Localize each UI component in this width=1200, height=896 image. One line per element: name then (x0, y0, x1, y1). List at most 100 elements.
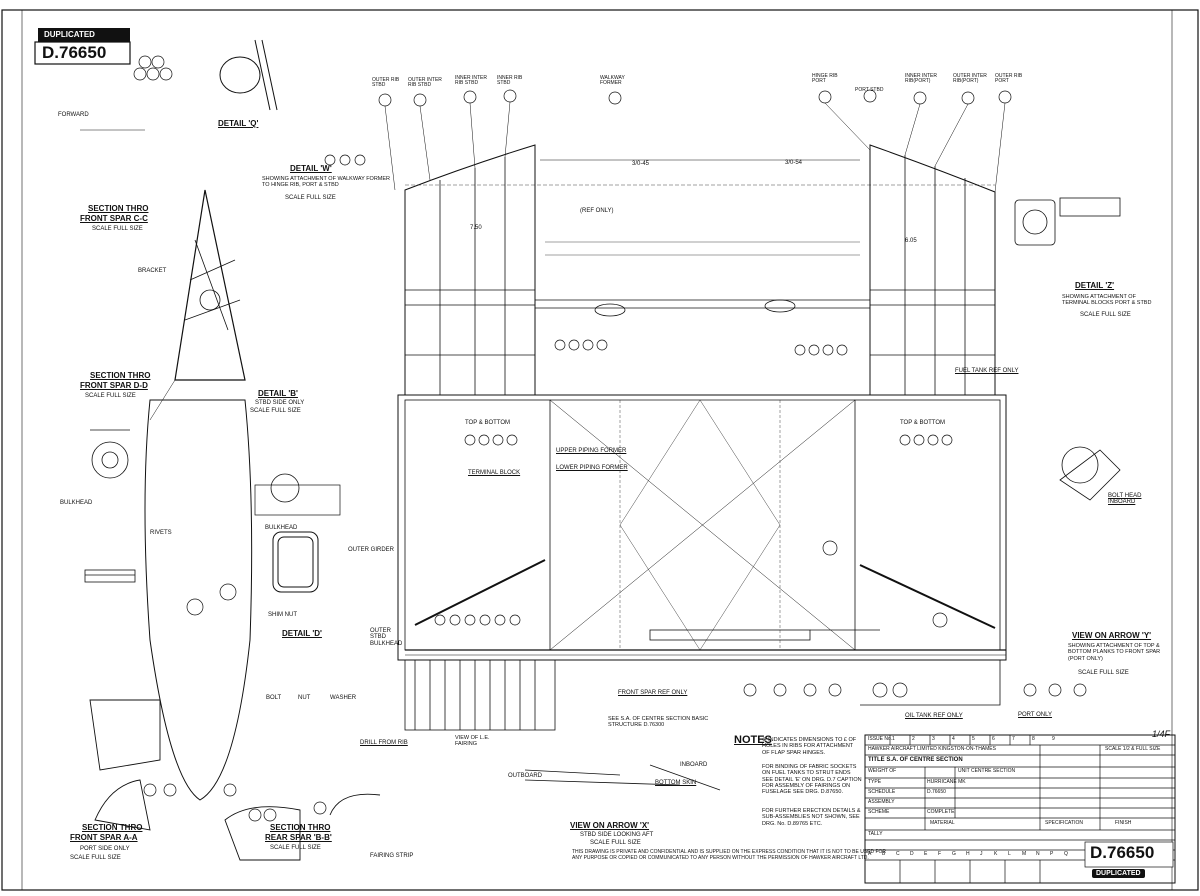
section-aa-note: PORT SIDE ONLY (80, 846, 130, 852)
centre-section-plan-view (397, 144, 1007, 731)
detail-z-terminal (1014, 197, 1121, 501)
margin-mark: 1/4F (1152, 729, 1171, 739)
label-bolt-head-inboard: BOLT HEAD INBOARD (1108, 493, 1142, 506)
label-lower-piping: LOWER PIPING FORMER (556, 465, 628, 471)
section-bb-scale: SCALE FULL SIZE (270, 845, 321, 851)
label-fairing-strip: FAIRING STRIP (370, 853, 414, 859)
callout-outer-inter-rib-port: OUTER INTER RIB(PORT) (953, 73, 987, 85)
grid-letter-3: D (910, 851, 914, 857)
drawing-number-top: D.76650 (42, 43, 107, 62)
issue-label: ISSUE No. (868, 736, 893, 742)
view-arrow-x (524, 764, 721, 791)
grid-letter-6: G (952, 851, 956, 857)
grid-letter-5: F (938, 851, 942, 857)
label-drill-from-rib: DRILL FROM RIB (360, 740, 408, 746)
label-upper-piping: UPPER PIPING FORMER (556, 448, 627, 454)
label-bulkhead: BULKHEAD (60, 500, 93, 506)
scale-note: SCALE 1/2 & FULL SIZE (1105, 746, 1161, 752)
grid-letter-13: P (1050, 851, 1054, 857)
callout-inner-inter-rib-stbd: INNER INTER RIB STBD (455, 75, 487, 87)
forward-label: FORWARD (58, 112, 89, 118)
issue-number-0: 1 (892, 736, 895, 742)
detail-z-heading: DETAIL 'Z' (1075, 281, 1115, 290)
issue-number-6: 7 (1012, 736, 1015, 742)
section-dd-heading-2: FRONT SPAR D-D (80, 381, 148, 390)
label-rivets: RIVETS (150, 530, 172, 536)
grid-letter-10: L (1008, 851, 1011, 857)
schedule-label: SCHEDULE (868, 789, 896, 795)
section-cc-scale: SCALE FULL SIZE (92, 226, 143, 232)
view-x-note: STBD SIDE LOOKING AFT (580, 832, 654, 838)
type-label: TYPE (868, 779, 882, 785)
grid-letter-11: M (1022, 851, 1027, 857)
callout-port-stbd: PORT STBD (855, 87, 884, 93)
issue-number-7: 8 (1032, 736, 1035, 742)
label-terminal-block: TERMINAL BLOCK (468, 470, 521, 476)
detail-q-bracket (219, 39, 278, 111)
label-bolt: BOLT (266, 695, 282, 701)
callout-walkway-former: WALKWAY FORMER (600, 75, 625, 87)
label-bottom-skin: BOTTOM SKIN (655, 780, 697, 786)
callout-inner-rib-stbd: INNER RIB STBD (497, 75, 523, 87)
fuel-tank-ref: FUEL TANK REF ONLY (955, 368, 1019, 374)
detail-w-note: SHOWING ATTACHMENT OF WALKWAY FORMER TO … (262, 176, 391, 189)
port-only-note: PORT ONLY (1018, 712, 1053, 718)
section-bb-heading-2: REAR SPAR 'B-B' (265, 833, 332, 842)
view-y-scale: SCALE FULL SIZE (1078, 670, 1129, 676)
company-name: HAWKER AIRCRAFT LIMITED KINGSTON-ON-THAM… (868, 746, 996, 752)
section-cc-heading-2: FRONT SPAR C-C (80, 214, 148, 223)
section-aa-scale: SCALE FULL SIZE (70, 855, 121, 861)
grid-letter-14: Q (1064, 851, 1068, 857)
section-cc-heading: SECTION THRO (88, 204, 149, 213)
grid-letter-9: K (994, 851, 998, 857)
label-bracket: BRACKET (138, 268, 167, 274)
duplicated-stamp-text: DUPLICATED (40, 29, 99, 40)
label-shim-nut: SHIM NUT (268, 612, 297, 618)
title-block-grid (864, 734, 1176, 884)
material-label: MATERIAL (930, 820, 955, 826)
dim-a: 3/0-45 (632, 161, 650, 167)
label-bulkhead-detail: BULKHEAD (265, 525, 298, 531)
finish-label: FINISH (1115, 820, 1132, 826)
grid-letter-12: N (1036, 851, 1040, 857)
le-fairing-label: VIEW OF L.E. FAIRING (455, 735, 490, 748)
detail-z-scale: SCALE FULL SIZE (1080, 312, 1131, 318)
grid-letter-1: B (882, 851, 886, 857)
assembly-label: ASSEMBLY (868, 799, 895, 805)
callout-inner-inter-rib-port: INNER INTER RIB(PORT) (905, 73, 937, 85)
view-x-heading: VIEW ON ARROW 'X' (570, 821, 650, 830)
issue-number-4: 5 (972, 736, 975, 742)
detail-w-heading: DETAIL 'W' (290, 164, 332, 173)
view-y-note: SHOWING ATTACHMENT OF TOP & BOTTOM PLANK… (1068, 643, 1161, 662)
detail-b-heading: DETAIL 'B' (258, 389, 298, 398)
label-outboard: OUTBOARD (508, 773, 543, 779)
view-y-heading: VIEW ON ARROW 'Y' (1072, 631, 1152, 640)
issue-number-1: 2 (912, 736, 915, 742)
complete-label: COMPLETE (927, 809, 955, 815)
grid-letter-7: H (966, 851, 970, 857)
detail-d-hatch (254, 473, 341, 593)
detail-w-scale: SCALE FULL SIZE (285, 195, 336, 201)
detail-b-note: STBD SIDE ONLY (255, 400, 305, 406)
scheme-label: SCHEME (868, 809, 890, 815)
view-x-scale: SCALE FULL SIZE (590, 840, 641, 846)
callout-hinge-rib-port: HINGE RIB PORT (812, 73, 838, 85)
section-aa-bb (89, 699, 381, 861)
schedule-value: D.76650 (927, 789, 946, 795)
section-cc-truss (144, 189, 253, 801)
drawing-title: TITLE S.A. OF CENTRE SECTION (868, 757, 963, 763)
type-value: HURRICANE MK (927, 779, 966, 785)
dim-b: 3/0-54 (785, 160, 803, 166)
label-top-bottom-left: TOP & BOTTOM (465, 420, 511, 426)
dim-c: 7.50 (470, 225, 482, 231)
label-top-bottom-right: TOP & BOTTOM (900, 420, 946, 426)
front-spar-ref: FRONT SPAR REF ONLY (618, 690, 688, 696)
drawing-number-bottom: D.76650 (1090, 843, 1155, 862)
label-outer-stbd-bulkhead: OUTER STBD BULKHEAD (370, 628, 403, 647)
dim-d: 6.05 (905, 238, 917, 244)
issue-number-5: 6 (992, 736, 995, 742)
item-callout-bubbles (133, 55, 1087, 822)
note-1: ⊕ INDICATES DIMENSIONS TO £ OF HOLES IN … (762, 737, 857, 756)
detail-z-note: SHOWING ATTACHMENT OF TERMINAL BLOCKS PO… (1062, 294, 1152, 307)
note-3: FOR FURTHER ERECTION DETAILS & SUB-ASSEM… (762, 808, 861, 827)
